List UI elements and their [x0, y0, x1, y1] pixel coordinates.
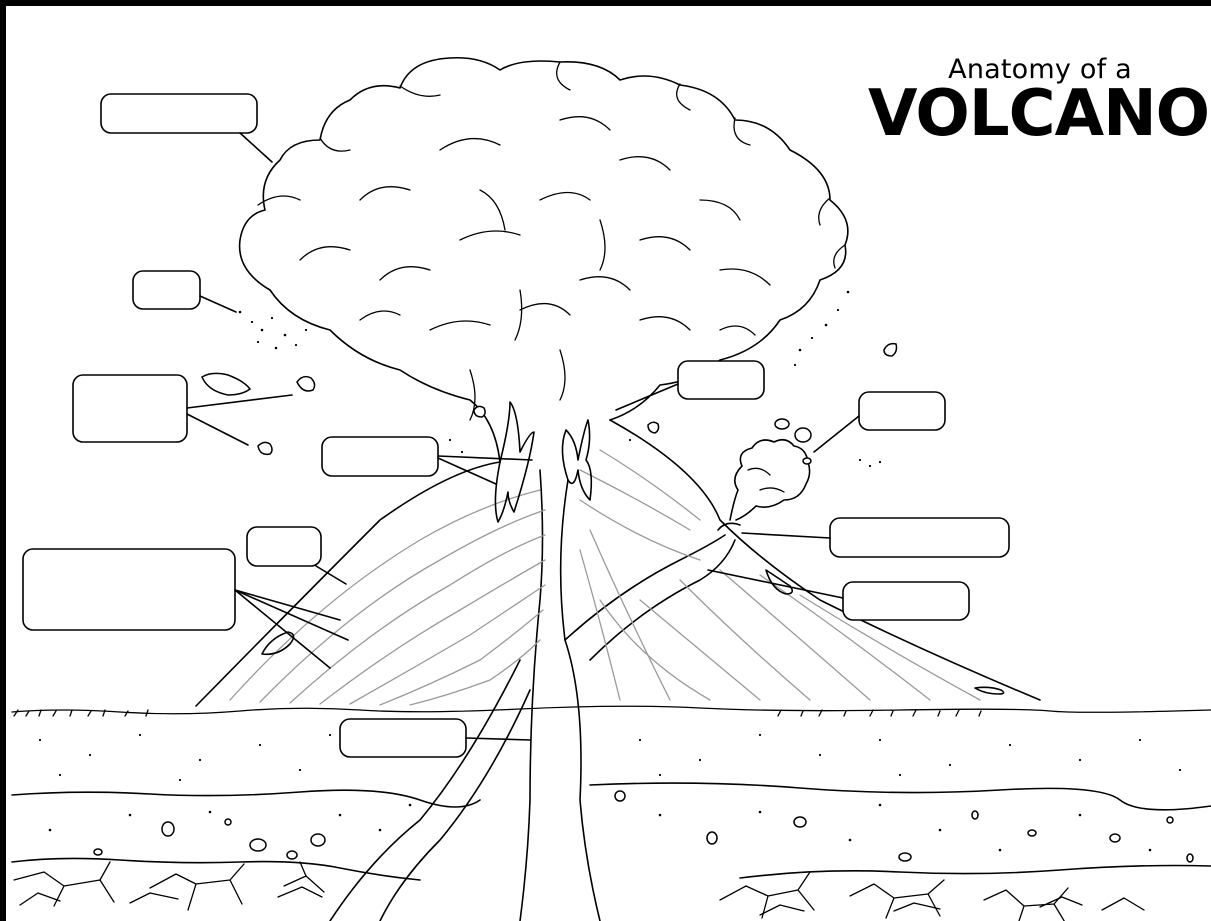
- lava-spills: [495, 402, 591, 522]
- ash-cloud: [240, 58, 848, 462]
- soil-layer-top: [12, 734, 1211, 810]
- volcanic-bomb-rocks: [202, 344, 897, 455]
- volcano-cone: [196, 420, 1040, 921]
- label-boxes: [23, 94, 1009, 757]
- bedrock-layer: [14, 862, 1144, 921]
- label-box-summit-vent[interactable]: [678, 361, 764, 399]
- label-box-lava-layers[interactable]: [23, 549, 235, 630]
- ground-surface: [12, 706, 1211, 716]
- label-box-side-conduit[interactable]: [843, 582, 969, 620]
- label-box-secondary-vent[interactable]: [830, 518, 1009, 557]
- label-box-volcanic-bombs[interactable]: [73, 375, 187, 442]
- label-box-ash-cloud[interactable]: [101, 94, 257, 133]
- label-box-crater[interactable]: [247, 527, 321, 566]
- lava-layer-lines: [230, 450, 980, 705]
- label-box-vent[interactable]: [322, 437, 438, 476]
- gravel-layer: [12, 791, 1211, 880]
- label-box-side-eruption[interactable]: [859, 392, 945, 430]
- secondary-vent-puff: [730, 419, 811, 520]
- label-box-main-conduit[interactable]: [340, 719, 466, 757]
- label-box-ash-particles[interactable]: [133, 271, 200, 309]
- leader-lines: [187, 133, 859, 740]
